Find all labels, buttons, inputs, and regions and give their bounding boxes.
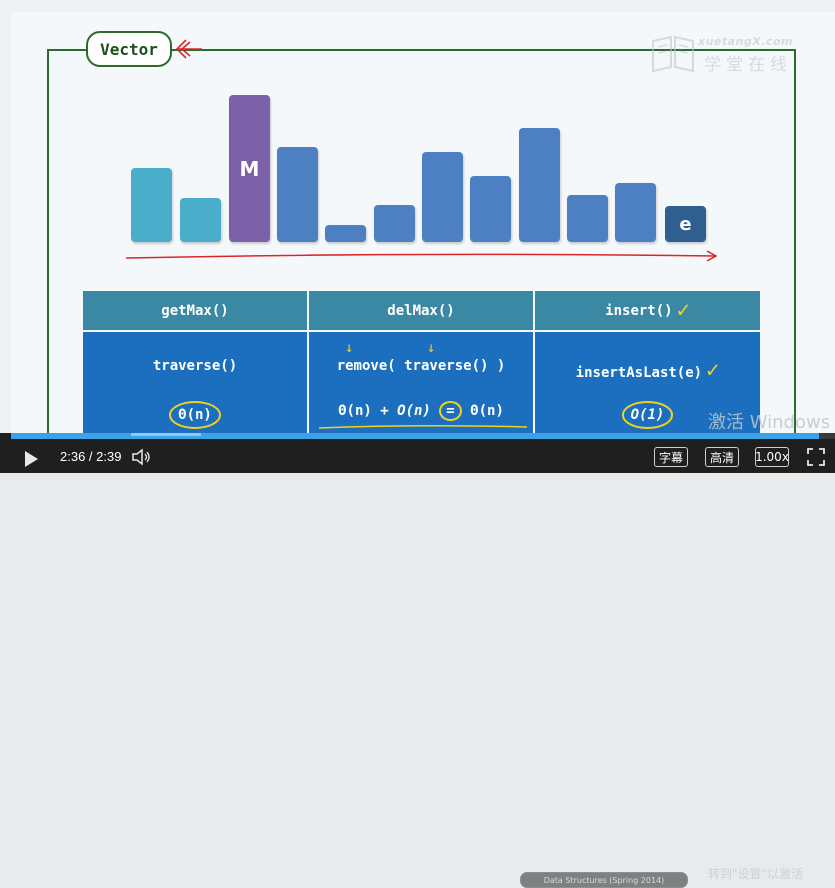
course-tag: Data Structures (Spring 2014) bbox=[520, 872, 688, 888]
xuetangx-logo: xuetangX.com 学堂在线 bbox=[650, 33, 800, 75]
vector-element-bar bbox=[519, 128, 560, 242]
progress-fill bbox=[11, 433, 820, 439]
play-icon[interactable] bbox=[20, 448, 42, 470]
vector-element-bar bbox=[470, 176, 511, 242]
delmax-cost-b: O(n) bbox=[397, 403, 431, 419]
volume-icon[interactable] bbox=[130, 446, 152, 468]
underline-annotation-icon bbox=[318, 424, 528, 429]
delmax-op-text: remove( traverse() ) bbox=[336, 358, 506, 374]
checkmark-icon: ✓ bbox=[706, 358, 720, 383]
insert-cost: O(1) bbox=[621, 401, 674, 429]
book-logo-icon bbox=[652, 35, 694, 73]
delmax-cost-c: Θ(n) bbox=[470, 403, 504, 419]
logo-brand-cn-text: 学堂在线 bbox=[704, 55, 792, 75]
delmax-cost-row: Θ(n) + O(n) = Θ(n) bbox=[309, 401, 533, 421]
header-insert-label: insert() bbox=[605, 302, 673, 319]
header-insert: insert()✓ bbox=[535, 291, 760, 330]
cell-delmax: ↓ ↓ remove( traverse() ) Θ(n) + O(n) = Θ… bbox=[309, 332, 533, 433]
header-getmax: getMax() bbox=[83, 291, 307, 330]
vector-element-bar bbox=[131, 168, 172, 242]
delmax-plus: + bbox=[380, 403, 389, 419]
vector-title-badge: Vector bbox=[86, 31, 172, 67]
vector-element-bar: M bbox=[229, 95, 270, 242]
windows-activation-watermark: 激活 Windows bbox=[708, 412, 831, 433]
header-getmax-label: getMax() bbox=[161, 302, 229, 319]
vector-element-bar: e bbox=[665, 206, 706, 242]
header-delmax-label: delMax() bbox=[387, 302, 455, 319]
fullscreen-icon[interactable] bbox=[805, 446, 827, 468]
subtitle-button[interactable]: 字幕 bbox=[654, 447, 688, 467]
red-arrow-annotation-icon bbox=[175, 39, 202, 59]
vector-element-bar bbox=[325, 225, 366, 242]
progress-bar[interactable] bbox=[11, 433, 835, 439]
logo-brand-text: xuetangX.com bbox=[698, 35, 793, 48]
vector-element-bar bbox=[180, 198, 221, 242]
delmax-cost-a: Θ(n) bbox=[338, 403, 372, 419]
delmax-equals: = bbox=[439, 401, 462, 421]
progress-buffer bbox=[131, 433, 201, 436]
quality-button[interactable]: 高清 bbox=[705, 447, 739, 467]
vector-element-bar bbox=[615, 183, 656, 242]
cell-getmax: traverse() Θ(n) bbox=[83, 332, 307, 433]
cell-insert: insertAsLast(e)✓ O(1) bbox=[535, 332, 760, 433]
vector-frame bbox=[47, 49, 796, 433]
down-arrow-annotation-icon: ↓ bbox=[427, 340, 436, 356]
getmax-cost: Θ(n) bbox=[169, 401, 221, 429]
vector-element-bar bbox=[567, 195, 608, 242]
scan-direction-arrow-icon bbox=[125, 250, 718, 262]
windows-activation-subtext: 转到"设置"以激活 bbox=[708, 867, 804, 881]
vector-element-bar bbox=[422, 152, 463, 242]
insert-op-text: insertAsLast(e) bbox=[575, 365, 703, 381]
time-display: 2:36 / 2:39 bbox=[60, 449, 122, 464]
complexity-table: getMax() delMax() insert()✓ traverse() Θ… bbox=[83, 291, 760, 433]
vector-element-bar bbox=[374, 205, 415, 242]
vector-element-bar bbox=[277, 147, 318, 242]
speed-button[interactable]: 1.00x bbox=[755, 447, 789, 467]
down-arrow-annotation-icon: ↓ bbox=[345, 340, 354, 356]
checkmark-icon: ✓ bbox=[676, 298, 690, 323]
header-delmax: delMax() bbox=[309, 291, 533, 330]
getmax-op-text: traverse() bbox=[152, 358, 238, 374]
player-controls: 2:36 / 2:39 Data Structures (Spring 2014… bbox=[0, 433, 835, 888]
